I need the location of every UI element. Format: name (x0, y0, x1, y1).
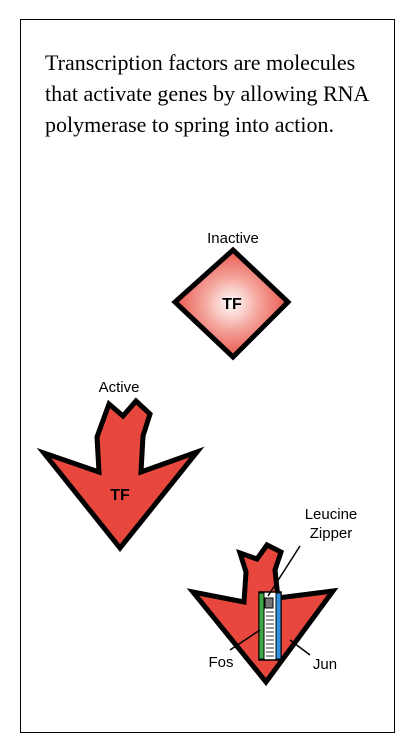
active-tf-label: TF (110, 487, 130, 504)
jun-leader (289, 639, 311, 656)
inactive-tf-diamond (171, 246, 292, 361)
fos-leader (229, 629, 261, 651)
leucine-label: Leucine (305, 506, 358, 523)
zipper-label: Zipper (310, 525, 353, 542)
inactive-tf-label: TF (222, 296, 242, 313)
zipper-top-block (264, 597, 274, 609)
jun-helix (275, 592, 282, 660)
leucine-zipper-leader (267, 545, 301, 597)
jun-label: Jun (313, 656, 337, 673)
active-label: Active (99, 379, 140, 396)
active-tf-arrow (36, 397, 205, 552)
zipper-rungs (266, 611, 274, 657)
inactive-label: Inactive (207, 230, 259, 247)
fos-label: Fos (208, 654, 233, 671)
fos-helix (258, 592, 265, 660)
leucine-zipper (258, 591, 282, 661)
figure-frame (20, 19, 395, 733)
intro-text: Transcription factors are molecules that… (45, 50, 369, 137)
